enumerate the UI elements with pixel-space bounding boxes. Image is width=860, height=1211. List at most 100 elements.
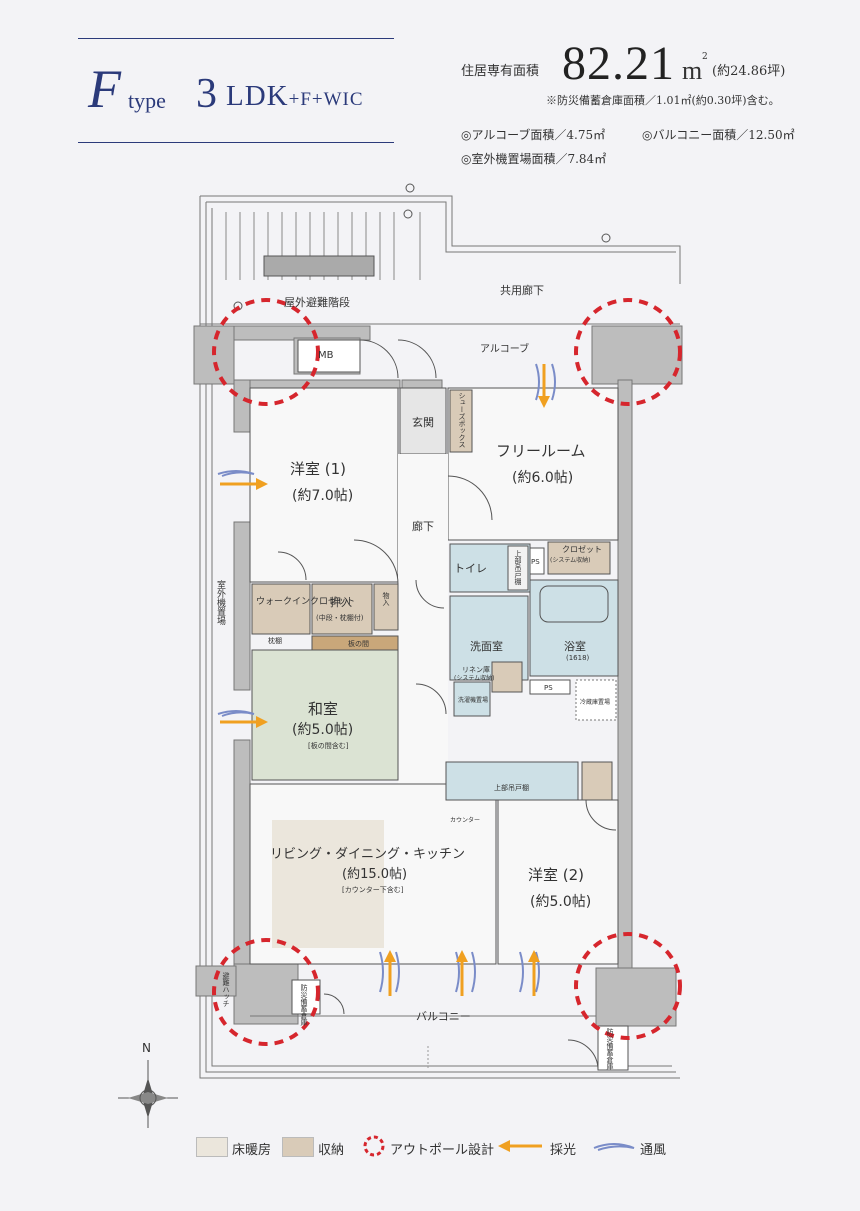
drain-3 bbox=[601, 233, 611, 243]
area-unit-sup: 2 bbox=[702, 52, 708, 62]
type-plan-main: LDK bbox=[226, 80, 289, 112]
bath-floor bbox=[529, 579, 619, 677]
area-value: 82.21 bbox=[562, 37, 675, 90]
area-label: 住居専有面積 bbox=[461, 64, 540, 79]
title-rule-top bbox=[78, 38, 394, 39]
label-western2: 洋室 (2) bbox=[528, 866, 584, 884]
legend-storage-swatch bbox=[282, 1137, 314, 1157]
type-plan: LDK+F+WIC bbox=[226, 80, 364, 113]
legend-floor-heating: 床暖房 bbox=[232, 1143, 272, 1158]
label-washitsu: 和室 bbox=[308, 700, 338, 718]
area-tsubo: (約24.86坪) bbox=[712, 64, 786, 79]
alcove-area: ◎アルコーブ面積／4.75㎡ bbox=[461, 128, 606, 142]
label-ps-1: PS bbox=[531, 558, 540, 566]
label-western1: 洋室 (1) bbox=[290, 460, 346, 478]
label-storage: 物入 bbox=[382, 591, 390, 606]
washitsu-floor bbox=[251, 649, 399, 781]
daylight-arrows bbox=[220, 364, 550, 996]
compass-icon: N bbox=[118, 1041, 178, 1128]
ventilation-waves bbox=[217, 363, 556, 993]
label-balcony: バルコニー bbox=[416, 1010, 471, 1023]
label-western1-size: (約7.0帖) bbox=[292, 488, 353, 504]
ps-2 bbox=[529, 679, 571, 695]
legend-daylight: 採光 bbox=[550, 1143, 577, 1158]
type-word: type bbox=[128, 88, 166, 113]
label-ldk-note: [カウンター下含む] bbox=[342, 885, 404, 894]
ventilation-legend-icon bbox=[593, 1143, 635, 1151]
label-ps-2: PS bbox=[544, 684, 553, 692]
label-closet-sub: (システム収納) bbox=[550, 556, 591, 564]
closet-western2 bbox=[581, 761, 613, 801]
label-outdoor-unit: 室外機置場 bbox=[215, 579, 226, 626]
area-note: ※防災備蓄倉庫面積／1.01㎡(約0.30坪)含む。 bbox=[546, 94, 780, 107]
outpole-circles bbox=[212, 298, 682, 1046]
legend-floor-heating-swatch bbox=[196, 1137, 228, 1157]
label-washer: 洗濯機置場 bbox=[458, 696, 488, 704]
balcony-area: ◎バルコニー面積／12.50㎡ bbox=[642, 128, 795, 142]
compass-north: N bbox=[142, 1041, 151, 1055]
label-oshiire-sub: (中段・枕棚付) bbox=[316, 613, 364, 622]
stair-landing bbox=[263, 255, 375, 277]
label-free-room: フリールーム bbox=[496, 442, 586, 460]
label-stockroom-left: 防災備蓄倉庫 bbox=[300, 983, 308, 1027]
legend-outpole: アウトポール設計 bbox=[390, 1143, 495, 1158]
oshiire bbox=[311, 583, 373, 635]
floor-heating bbox=[272, 820, 384, 948]
western2-floor bbox=[497, 799, 619, 965]
fridge bbox=[575, 679, 617, 721]
label-stockroom-right: 防災備蓄倉庫 bbox=[606, 1027, 614, 1071]
bathtub bbox=[539, 585, 609, 623]
stockroom-right bbox=[597, 1025, 629, 1071]
label-bath-sub: (1618) bbox=[566, 654, 590, 662]
western1-floor bbox=[249, 387, 399, 583]
label-itanoma: 板の間 bbox=[348, 639, 369, 648]
label-upper-cabinet: 上部吊戸棚 bbox=[514, 549, 522, 586]
label-bath: 浴室 bbox=[564, 639, 586, 653]
label-evac-hatch: 避難ハッチ bbox=[222, 971, 230, 1007]
plan-labels: 屋外避難階段 共用廊下 MB アルコーブ 玄関 シューズボックス フリールーム … bbox=[215, 283, 614, 1071]
wic bbox=[251, 583, 311, 635]
outdoor-unit-area: ◎室外機置場面積／7.84㎡ bbox=[461, 152, 607, 166]
title-rule-bottom bbox=[78, 142, 394, 143]
label-common-corridor: 共用廊下 bbox=[500, 283, 544, 297]
mb-box bbox=[297, 339, 361, 373]
storage bbox=[373, 583, 399, 631]
label-mb: MB bbox=[318, 350, 334, 361]
label-pillow-shelf: 枕棚 bbox=[268, 636, 282, 645]
label-linen-sub: (システム収納) bbox=[454, 674, 495, 682]
legend-ventilation: 通風 bbox=[640, 1143, 667, 1158]
upper-cabinet-toilet bbox=[507, 545, 529, 591]
ps-1 bbox=[529, 547, 545, 575]
linen bbox=[491, 661, 523, 693]
type-plan-suffix: +F+WIC bbox=[288, 89, 364, 110]
label-oshiire: 押入 bbox=[330, 595, 352, 609]
washer bbox=[453, 681, 491, 717]
label-ldk-size: (約15.0帖) bbox=[342, 867, 407, 882]
closet-free-room bbox=[547, 541, 611, 575]
outer-lines bbox=[199, 195, 681, 1079]
hallway-floor bbox=[398, 454, 448, 784]
shoes-box bbox=[449, 389, 473, 453]
area-unit: m bbox=[682, 56, 703, 85]
label-closet: クロゼット bbox=[562, 544, 602, 554]
kitchen-counter bbox=[445, 761, 579, 801]
label-upper-cabinet-kitchen: 上部吊戸棚 bbox=[494, 783, 529, 792]
label-ldk: リビング・ダイニング・キッチン bbox=[270, 847, 465, 862]
label-shoes-box: シューズボックス bbox=[458, 392, 466, 448]
label-washitsu-note: [板の間含む] bbox=[308, 741, 349, 750]
daylight-legend-icon bbox=[498, 1140, 542, 1152]
label-alcove: アルコーブ bbox=[480, 342, 529, 355]
label-toilet: トイレ bbox=[454, 562, 487, 575]
legend-storage: 収納 bbox=[318, 1143, 345, 1158]
label-wic: ウォークインクロゼット bbox=[256, 595, 355, 607]
label-hallway: 廊下 bbox=[412, 519, 434, 533]
label-evac-stairs: 屋外避難階段 bbox=[284, 295, 350, 309]
label-entrance: 玄関 bbox=[412, 415, 434, 429]
type-number: 3 bbox=[196, 71, 217, 117]
label-washroom: 洗面室 bbox=[470, 639, 503, 653]
label-linen: リネン庫 bbox=[462, 665, 490, 674]
drain-1 bbox=[405, 183, 415, 193]
drain-2 bbox=[403, 209, 413, 219]
type-letter: F bbox=[88, 59, 121, 119]
label-free-room-size: (約6.0帖) bbox=[512, 470, 573, 486]
